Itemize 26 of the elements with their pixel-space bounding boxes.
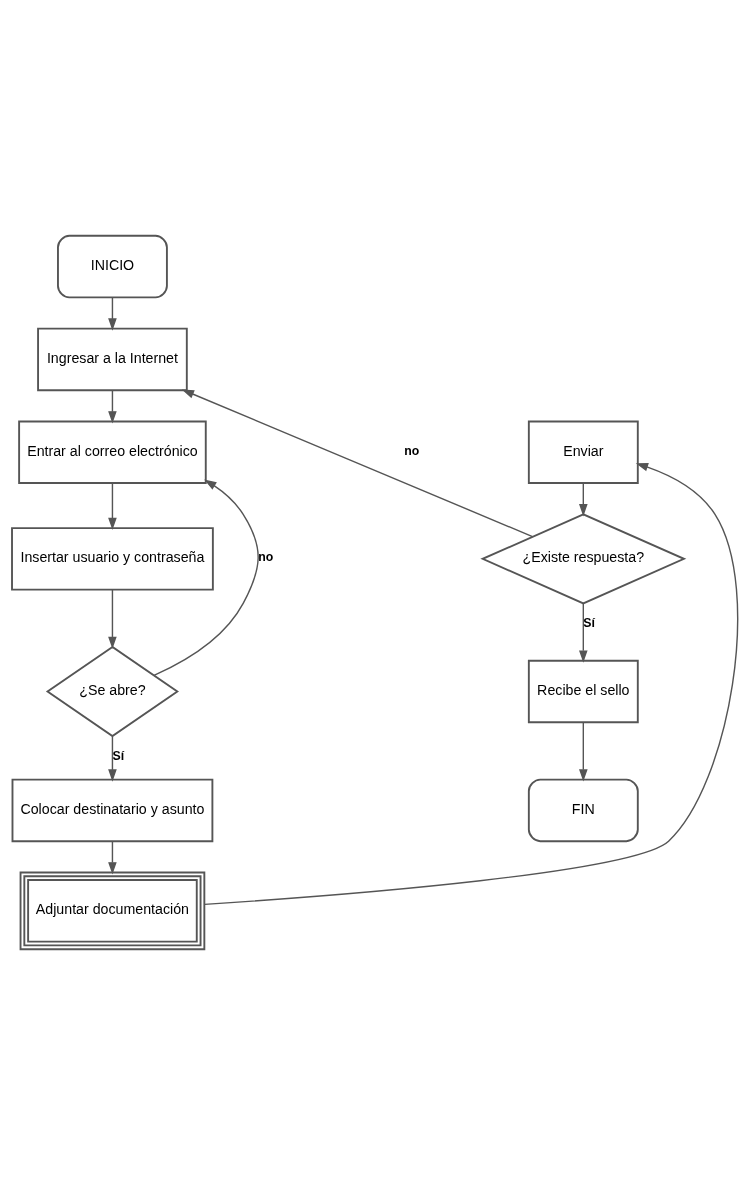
node-box: INICIO xyxy=(57,234,168,298)
arrow xyxy=(108,389,117,423)
edge-label: Sí xyxy=(583,615,595,630)
arrow xyxy=(108,735,117,782)
node-box: Colocar destinatario y asunto xyxy=(11,778,214,842)
arrow xyxy=(579,482,588,516)
arrow xyxy=(579,721,588,782)
node-box: Insertar usuario y contraseña xyxy=(11,526,214,591)
node-box: FIN xyxy=(527,778,639,842)
edge-label: Sí xyxy=(112,748,125,763)
arrow xyxy=(153,479,259,676)
arrow xyxy=(108,296,117,331)
node-box: Recibe el sello xyxy=(527,659,639,723)
arrow xyxy=(108,840,117,874)
edge-label: no xyxy=(258,549,274,564)
arrow xyxy=(203,462,739,905)
node-diamond: ¿Existe respuesta? xyxy=(480,512,687,604)
node-diamond: ¿Se abre? xyxy=(45,645,179,737)
arrow xyxy=(181,388,534,537)
arrow xyxy=(108,588,117,649)
arrow xyxy=(108,482,117,530)
node-box: Enviar xyxy=(527,420,639,484)
arrow xyxy=(579,602,588,663)
node-box: Ingresar a la Internet xyxy=(37,327,188,391)
node-box: Entrar al correo electrónico xyxy=(18,420,207,484)
edge-label: no xyxy=(404,443,420,458)
